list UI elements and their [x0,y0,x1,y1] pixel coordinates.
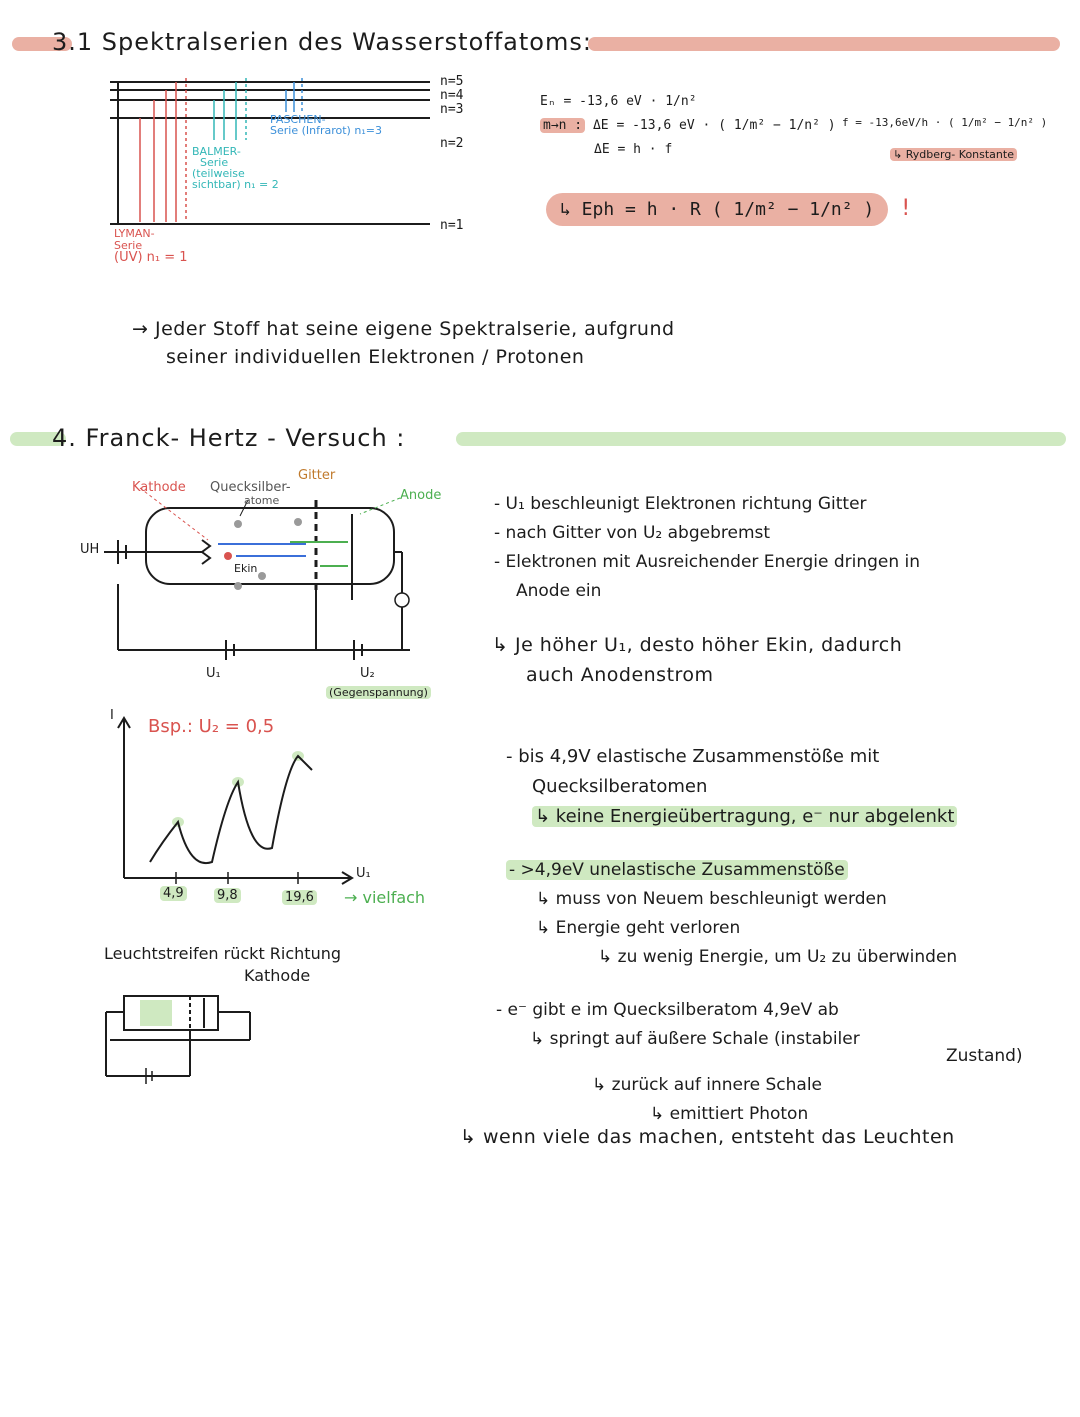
level-n4: n=4 [440,88,464,103]
leuchten-line-1: Leuchtstreifen rückt Richtung [104,944,342,963]
graph-tick-196: 19,6 [282,890,317,905]
conclusion-anodenstrom: ↳ Je höher U₁, desto höher Ekin, dadurch… [492,634,903,686]
title-underline-red-left [12,37,72,51]
lyman-label: LYMAN- Serie (UV) n₁ = 1 [114,227,188,265]
formula-transition: m→n : ΔE = -13,6 eV · ( 1/m² − 1/n² ) [540,118,836,133]
formula-frequency: f = -13,6eV/h · ( 1/m² − 1/n² ) [842,116,1048,129]
bullets-inelastic: - >4,9eV unelastische Zusammenstöße ↳ mu… [506,856,957,972]
label-gegenspannung: (Gegenspannung) [326,686,431,699]
level-n3: n=3 [440,102,464,117]
label-gitter: Gitter [298,468,336,483]
graph-vielfach: → vielfach [344,888,426,907]
label-kathode: Kathode [132,480,186,495]
graph-tick-49: 4,9 [160,886,187,901]
section-title-franck-hertz: 4. Franck- Hertz - Versuch : [52,424,406,452]
note-line-1: → Jeder Stoff hat seine eigene Spektrals… [132,318,675,340]
label-u1: U₁ [206,666,221,681]
title-underline-green-left [10,432,66,446]
label-anode: Anode [400,488,442,503]
level-n2: n=2 [440,136,464,151]
label-ekin: Ekin [234,562,258,575]
formula-eph: ↳ Eph = h · R ( 1/m² − 1/n² ) ! [546,193,912,226]
rydberg-label: ↳ Rydberg- Konstante [890,148,1017,161]
balmer-label: BALMER- Serie (teilweise sichtbar) n₁ = … [192,145,279,191]
title-underline-green-right [456,432,1066,446]
leuchten-conclusion: ↳ wenn viele das machen, entsteht das Le… [460,1126,955,1148]
graph-tick-98: 9,8 [214,888,241,903]
paschen-label: PASCHEN- Serie (Infrarot) n₁=3 [270,113,382,137]
bullets-acceleration: - U₁ beschleunigt Elektronen richtung Gi… [494,494,921,601]
title-underline-red-right [588,37,1060,51]
graph-example: Bsp.: U₂ = 0,5 [148,716,275,737]
note-line-2: seiner individuellen Elektronen / Proton… [166,346,585,368]
section-title-spektralserien: 3.1 Spektralserien des Wasserstoffatoms: [52,28,592,56]
label-u2: U₂ [360,666,375,681]
leuchten-line-2: Kathode [244,966,311,985]
level-n5: n=5 [440,74,464,89]
label-uh: UH [80,542,100,557]
level-n1: n=1 [440,218,464,233]
label-atome: atome [244,494,280,507]
graph-xlabel: U₁ [356,866,371,881]
bullets-photon: - e⁻ gibt e im Quecksilberatom 4,9eV ab … [496,1000,1023,1124]
formula-en: Eₙ = -13,6 eV · 1/n² [540,94,697,109]
label-quecksilber: Quecksilber- [210,480,291,495]
bullets-elastic: - bis 4,9V elastische Zusammenstöße mit … [506,742,958,832]
graph-ylabel: I [110,708,114,723]
formula-de-hf: ΔE = h · f [594,142,673,157]
